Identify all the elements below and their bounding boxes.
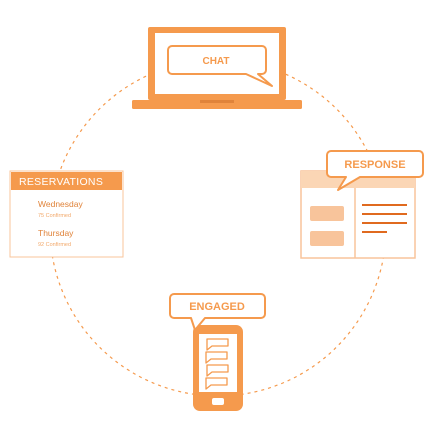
document-block xyxy=(310,231,344,246)
message-icon xyxy=(206,364,229,377)
document-icon xyxy=(300,170,416,259)
reservation-detail: 75 Confirmed xyxy=(38,213,71,219)
reservation-detail: 92 Confirmed xyxy=(38,242,71,248)
reservations-card: RESERVATIONS Wednesday 75 Confirmed Thur… xyxy=(9,170,124,258)
response-bubble: RESPONSE xyxy=(326,150,424,191)
engaged-label: ENGAGED xyxy=(189,301,245,313)
engaged-bubble: ENGAGED xyxy=(169,293,266,331)
reservations-header xyxy=(11,172,122,190)
document-block xyxy=(310,206,344,221)
chat-bubble: CHAT xyxy=(167,45,273,87)
smartphone-icon xyxy=(193,325,243,411)
message-icon xyxy=(205,377,228,390)
reservations-title: RESERVATIONS xyxy=(19,176,103,188)
message-icon xyxy=(205,351,228,364)
reservation-day: Thursday xyxy=(38,228,74,238)
phone-home-button xyxy=(212,398,224,405)
message-icon xyxy=(206,338,229,351)
chat-label: CHAT xyxy=(202,56,229,67)
reservation-day: Wednesday xyxy=(38,199,83,209)
response-label: RESPONSE xyxy=(344,159,405,171)
